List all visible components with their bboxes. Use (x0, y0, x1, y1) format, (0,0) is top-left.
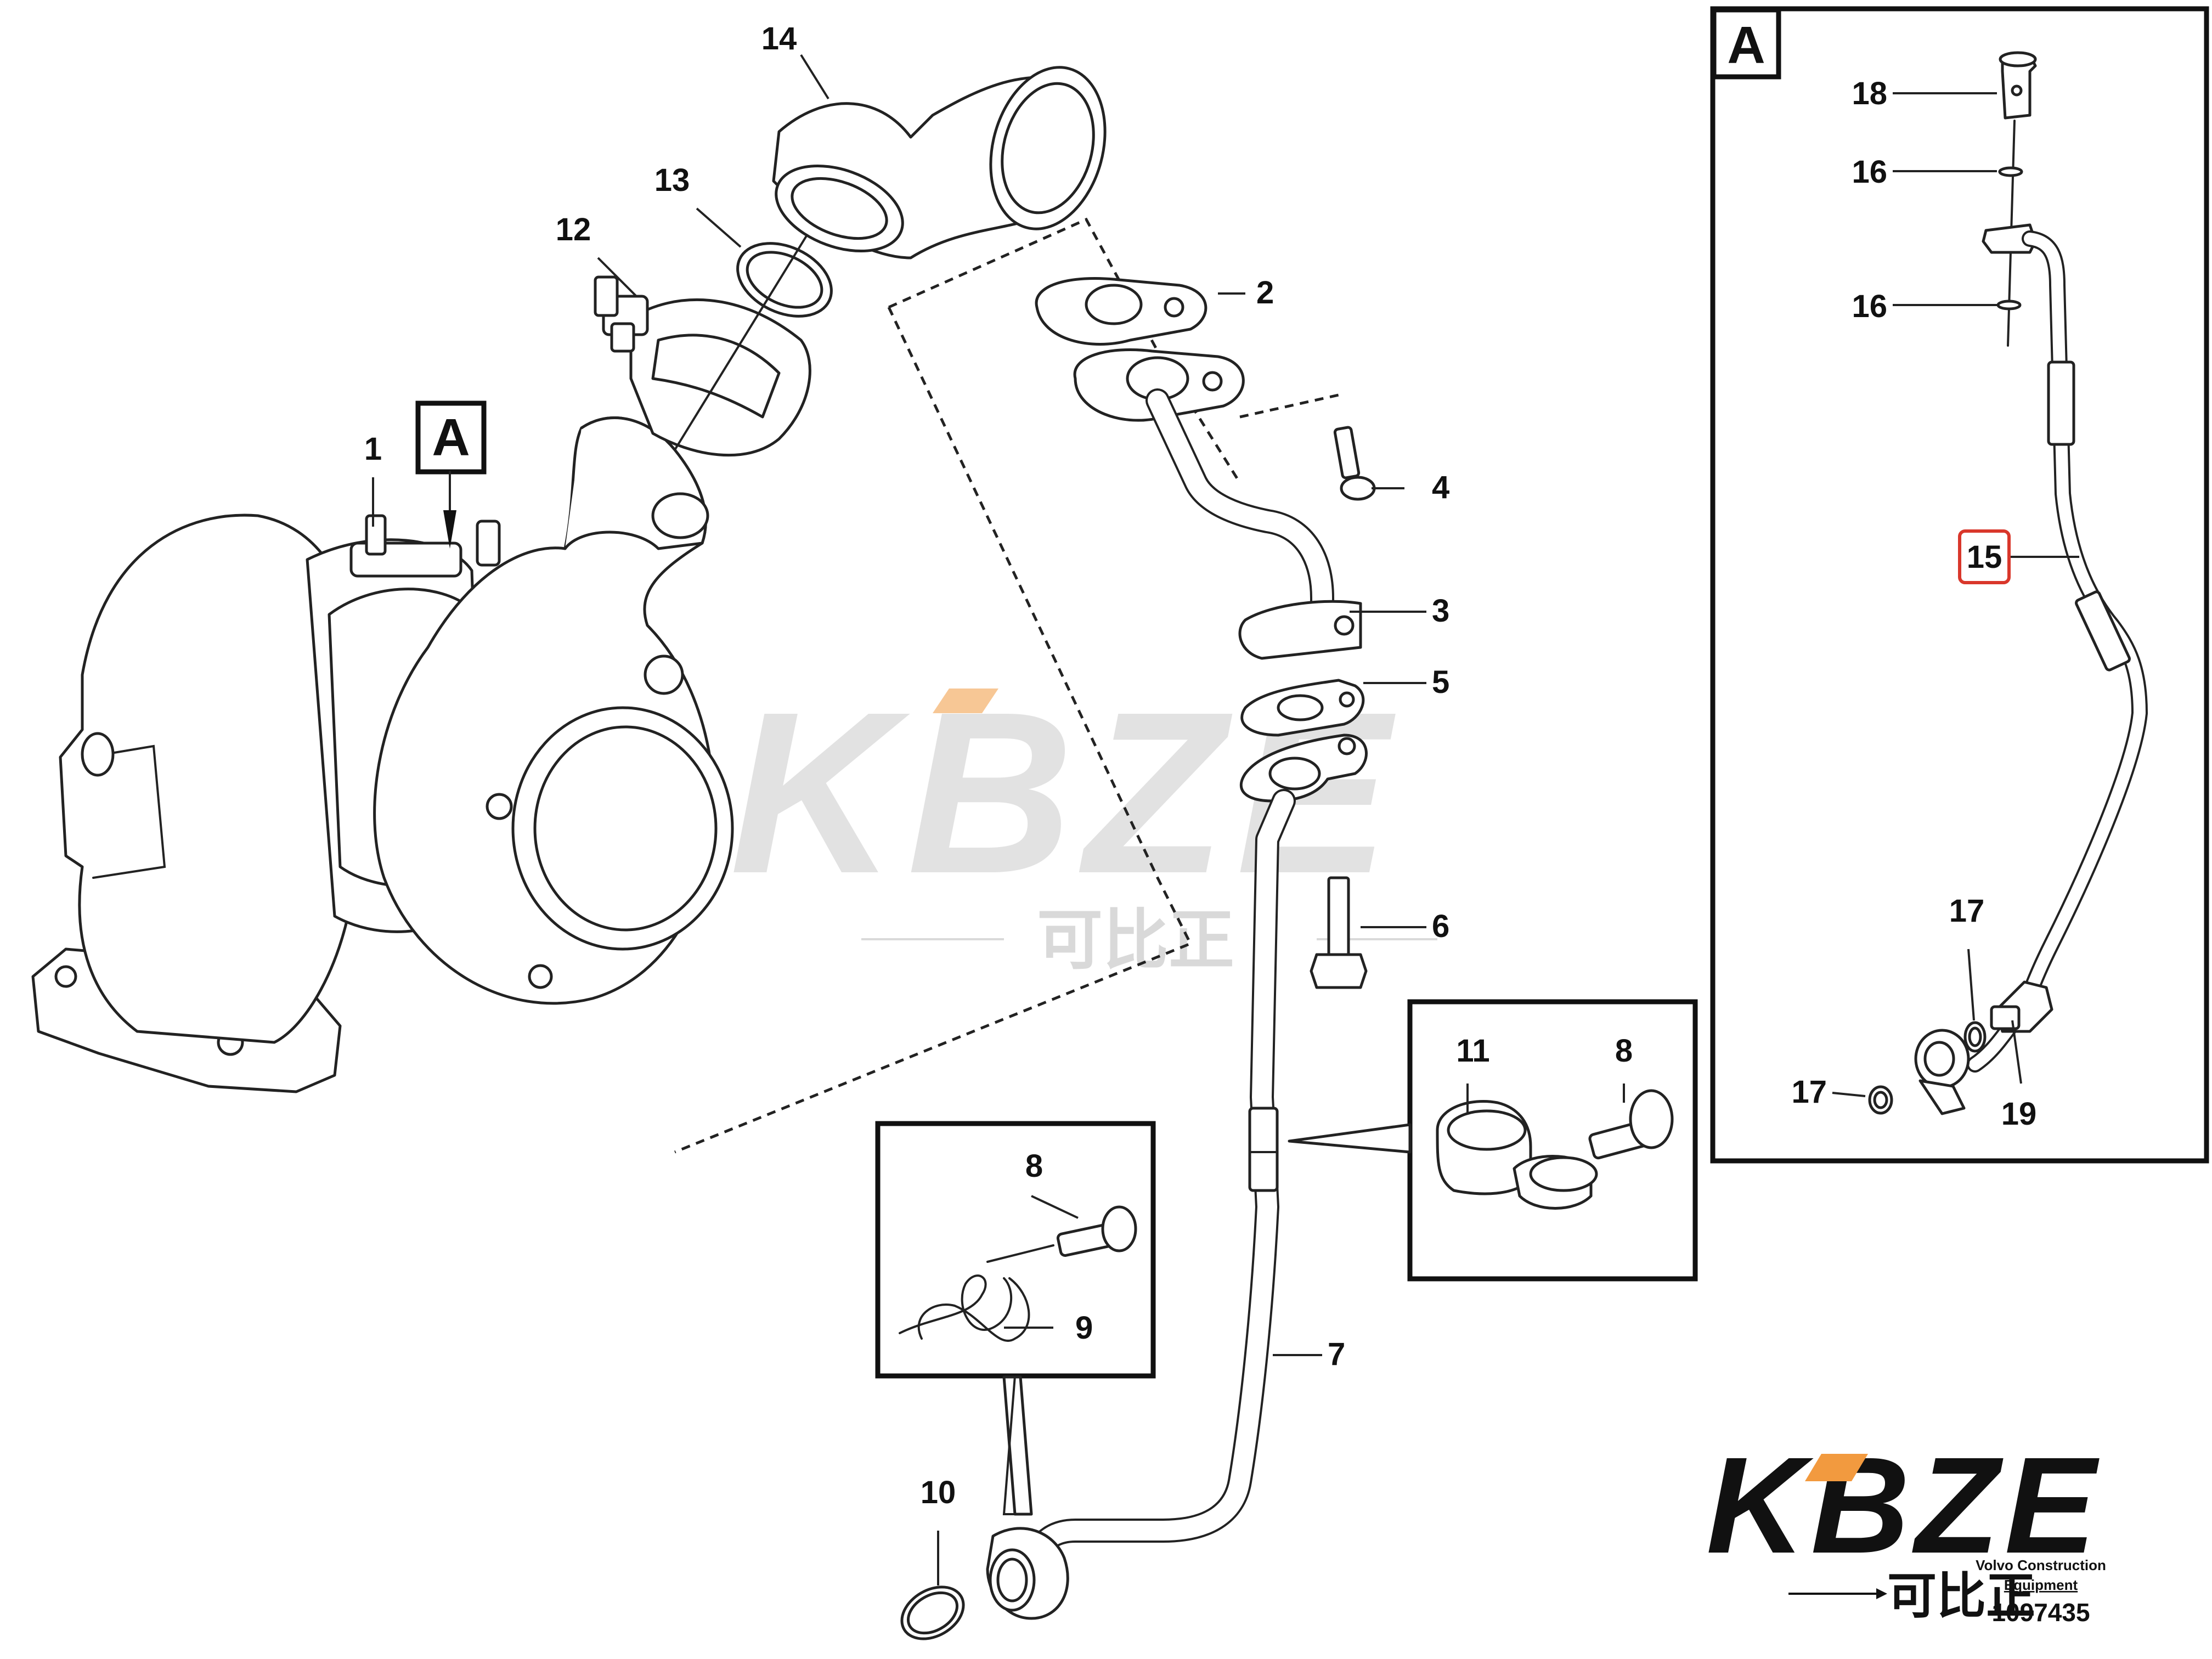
callout-2: 2 (1256, 275, 1274, 311)
callout-6: 6 (1432, 909, 1449, 944)
callout-8-right: 8 (1615, 1033, 1633, 1069)
callout-18: 18 (1852, 76, 1887, 111)
detail-view-letter: A (1727, 16, 1765, 75)
footer-brand-cjk: 可比正 (1887, 1567, 2035, 1625)
turbocharger (31, 416, 734, 1093)
manufacturer-line-2: Equipment (2004, 1577, 2078, 1593)
footer-brand: KBZE (1706, 1429, 2102, 1582)
view-marker-letter: A (432, 408, 470, 467)
o-ring-13 (736, 242, 833, 318)
callout-3: 3 (1432, 593, 1449, 629)
callout-8-left: 8 (1025, 1148, 1043, 1184)
footer-brand-accent (1805, 1454, 1868, 1481)
oil-pipe-assembly (986, 277, 1368, 1620)
callout-15-highlight (1958, 529, 2011, 584)
bolt-6 (1310, 876, 1368, 989)
detail-box-clip (875, 1121, 1156, 1379)
callout-10: 10 (921, 1475, 956, 1510)
callout-7: 7 (1328, 1336, 1345, 1372)
view-marker-a: A (415, 400, 487, 549)
callout-17-top: 17 (1949, 893, 1985, 929)
callout-4: 4 (1432, 470, 1449, 505)
manufacturer-line-1: Volvo Construction (1976, 1557, 2106, 1573)
callout-13: 13 (654, 162, 690, 198)
title-block: Volvo Construction Equipment 1097435 (1976, 1557, 2106, 1627)
bolt-4 (1333, 426, 1376, 501)
callout-16-top: 16 (1852, 154, 1887, 190)
drawing-number: 1097435 (1991, 1598, 2090, 1627)
o-ring-10 (900, 1585, 965, 1640)
callout-17-left: 17 (1791, 1074, 1827, 1110)
leader-lines (372, 92, 2079, 1585)
callout-11: 11 (1456, 1033, 1489, 1069)
footer-logo: KBZE 可比正 (1706, 1429, 2102, 1625)
callout-15: 15 (1967, 539, 2002, 575)
detail-box-clamp (1407, 999, 1698, 1282)
callout-9: 9 (1075, 1310, 1093, 1346)
elbow-hose (772, 66, 1107, 259)
callout-14: 14 (761, 21, 797, 57)
callout-16-bottom: 16 (1852, 289, 1887, 324)
assembly-dashed-outline (888, 217, 1242, 484)
watermark-accent (933, 689, 998, 713)
detail-view-a: A (1710, 6, 2209, 1164)
callout-5: 5 (1432, 664, 1449, 700)
callout-19: 19 (2001, 1096, 2037, 1132)
callout-12: 12 (556, 212, 591, 247)
watermark-cjk: 可比正 (1037, 902, 1234, 979)
callout-1: 1 (364, 431, 382, 467)
callout-labels: 1 2 3 4 5 6 7 8 8 9 10 11 12 13 14 15 16… (364, 21, 2036, 1510)
